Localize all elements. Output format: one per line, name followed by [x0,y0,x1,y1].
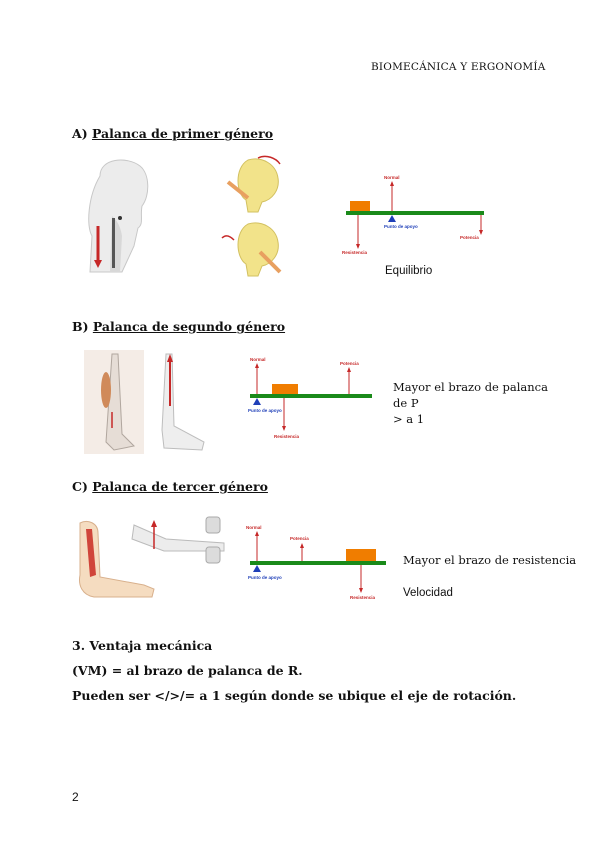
section-c-heading: C) Palanca de tercer género [72,479,268,494]
note-b: Mayor el brazo de palanca de P > a 1 [393,379,563,427]
label-pivot-b: Punto de apoyo [248,408,282,413]
fulcrum-icon [388,215,396,222]
section-c-title: Palanca de tercer género [92,479,268,494]
label-potencia-c: Potencia [290,536,309,541]
label-pivot-c: Punto de apoyo [248,575,282,580]
section-3-line1: (VM) = al brazo de palanca de R. [72,663,303,678]
note-b-line2: > a 1 [393,412,425,426]
label-normal-a: Normal [384,175,400,180]
page-header: BIOMECÁNICA Y ERGONOMÍA [371,61,546,73]
fulcrum-icon [253,398,261,405]
label-resist-c: Resistencia [350,595,376,600]
section-a-heading: A) Palanca de primer género [72,126,273,141]
caption-equilibrio: Equilibrio [385,265,433,277]
label-resist-a: Resistencia [342,250,368,255]
lever-beam [346,211,484,215]
skull-illustration [218,154,290,278]
page-number: 2 [72,790,79,804]
section-3-line2: Pueden ser </>/= a 1 según donde se ubiq… [72,688,517,703]
caption-velocidad: Velocidad [403,587,453,599]
arm-illustration [74,515,236,605]
leg-foot-illustration [84,350,212,454]
section-c-letter: C) [72,479,88,494]
label-pivot-a: Punto de apoyo [384,224,418,229]
section-3-heading: 3. Ventaja mecánica [72,638,213,653]
label-normal-c: Normal [246,525,262,530]
label-resist-b: Resistencia [274,434,300,439]
section-a-title: Palanca de primer género [91,126,274,141]
weight-block [350,201,370,211]
first-class-lever-diagram: Normal Punto de apoyo Resistencia Potenc… [340,172,490,262]
lever-beam [250,561,386,565]
second-class-lever-diagram: Normal Potencia Punto de apoyo Resistenc… [244,352,380,442]
lever-beam [250,394,372,398]
note-c: Mayor el brazo de resistencia [403,553,577,567]
note-b-line1: Mayor el brazo de palanca de P [393,380,548,410]
label-potencia-a: Potencia [460,235,479,240]
section-b-heading: B) Palanca de segundo género [72,319,285,334]
section-a-letter: A) [72,126,88,141]
section-b-title: Palanca de segundo género [92,319,286,334]
weight-block [272,384,298,394]
section-b-letter: B) [72,319,89,334]
label-potencia-b: Potencia [340,361,359,366]
third-class-lever-diagram: Normal Potencia Punto de apoyo Resistenc… [244,520,390,604]
weight-block [346,549,376,561]
head-neck-illustration [82,156,152,273]
fulcrum-icon [253,565,261,572]
label-normal-b: Normal [250,357,266,362]
